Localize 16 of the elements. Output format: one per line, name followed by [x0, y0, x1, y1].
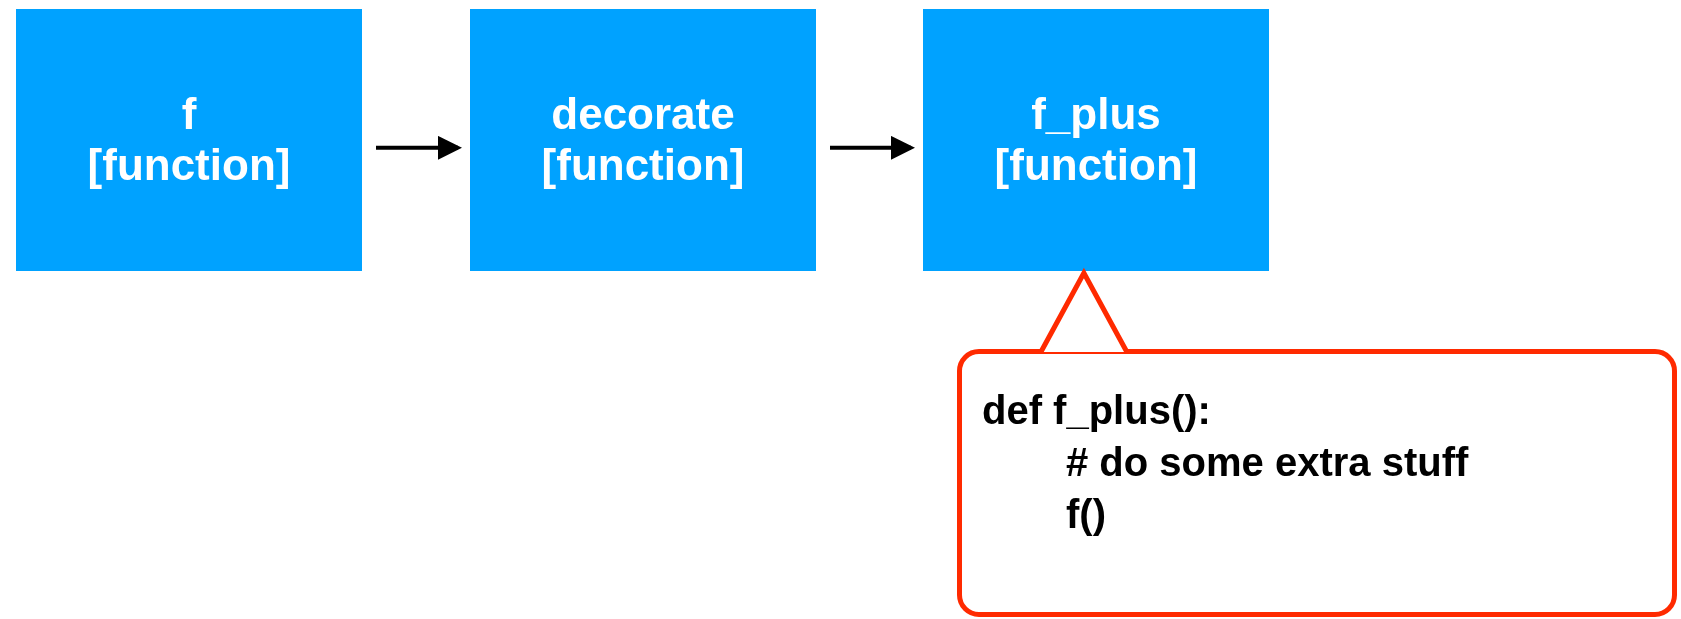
callout-bubble	[957, 349, 1677, 617]
type-label: [function]	[541, 140, 745, 191]
arrow	[376, 135, 462, 160]
arrow	[830, 135, 915, 160]
callout-pointer	[1038, 267, 1130, 355]
code-line: def f_plus():	[982, 387, 1212, 434]
function-name: f	[181, 89, 197, 140]
type-label: [function]	[87, 140, 291, 191]
function-box	[16, 9, 362, 271]
function-box	[470, 9, 816, 271]
code-line: # do some extra stuff	[1065, 439, 1470, 486]
code-line: f()	[1065, 491, 1107, 538]
type-label: [function]	[994, 140, 1198, 191]
function-name: decorate	[551, 89, 735, 140]
function-box	[923, 9, 1269, 271]
function-name: f_plus	[1031, 89, 1161, 140]
